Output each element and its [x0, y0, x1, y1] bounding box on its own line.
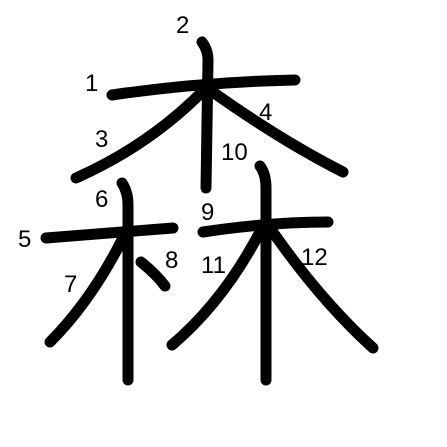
- stroke-number-6: 6: [95, 186, 108, 213]
- stroke-2: [196, 36, 214, 194]
- stroke-number-1: 1: [85, 70, 98, 97]
- stroke-8: [135, 256, 171, 292]
- stroke-11: [166, 222, 268, 351]
- stroke-number-4: 4: [259, 99, 272, 126]
- stroke-number-5: 5: [18, 226, 31, 253]
- stroke-7: [44, 230, 130, 348]
- stroke-4: [204, 84, 349, 178]
- stroke-number-3: 3: [95, 126, 108, 153]
- stroke-number-7: 7: [64, 271, 77, 298]
- stroke-number-12: 12: [301, 244, 328, 271]
- stroke-6: [116, 177, 134, 386]
- stroke-number-8: 8: [165, 247, 178, 274]
- stroke-1: [106, 74, 301, 101]
- stroke-12: [264, 222, 379, 354]
- stroke-number-10: 10: [221, 139, 248, 166]
- stroke-number-2: 2: [176, 12, 189, 39]
- stroke-number-9: 9: [201, 199, 214, 226]
- stroke-5: [40, 222, 179, 244]
- stroke-10: [254, 160, 272, 386]
- stroke-3: [70, 84, 210, 184]
- stroke-number-11: 11: [201, 252, 226, 279]
